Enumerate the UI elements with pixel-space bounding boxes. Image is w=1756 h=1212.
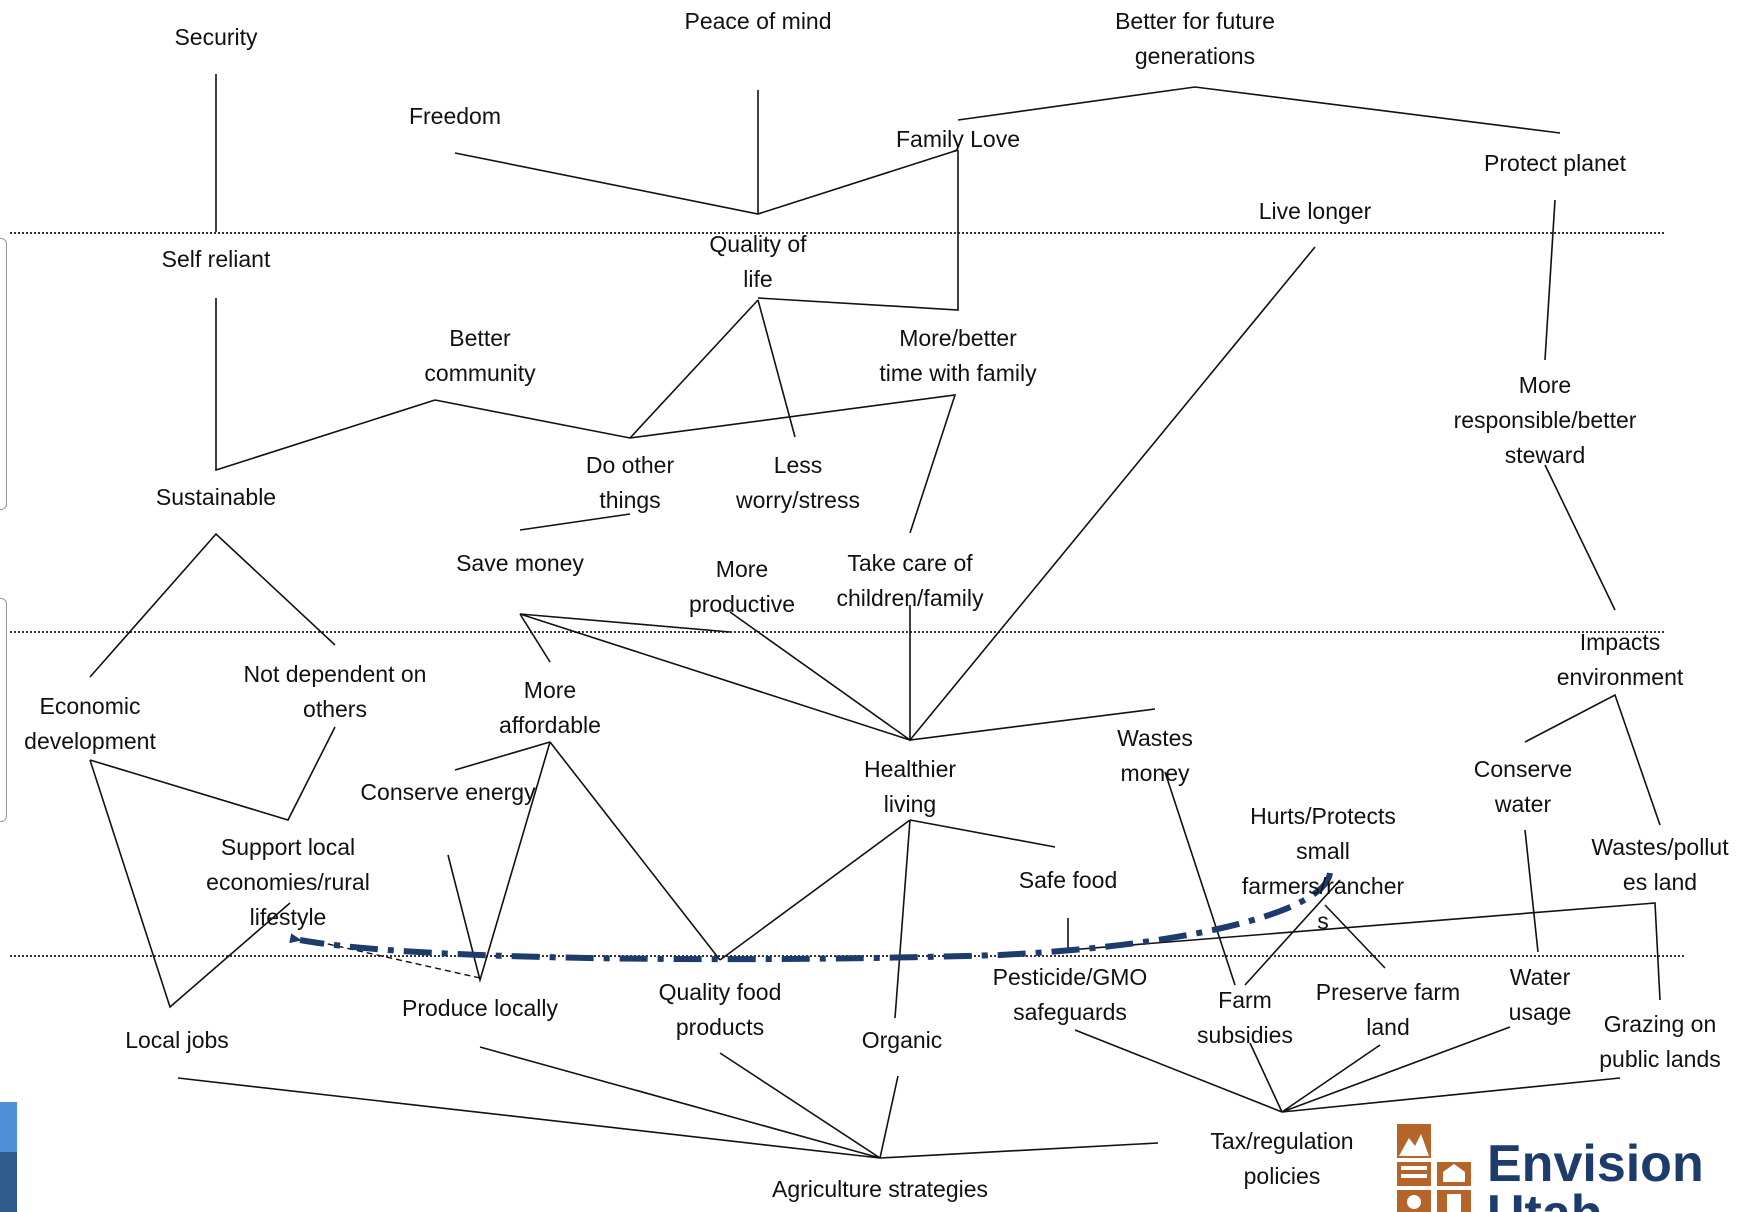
node-peace-of-mind: Peace of mind — [684, 8, 832, 34]
node-self-reliant: Self reliant — [161, 246, 271, 272]
connector-line — [879, 1142, 1159, 1159]
connector-line — [894, 819, 911, 1019]
left-blue-bar — [0, 1102, 17, 1152]
connector-line — [1281, 1044, 1381, 1113]
node-organic: Organic — [861, 1027, 943, 1053]
node-conserve-energy: Conserve energy — [360, 779, 536, 805]
left-blue-bar-dark — [0, 1152, 17, 1212]
connector-line — [1164, 771, 1236, 986]
node-produce-locally: Produce locally — [402, 995, 558, 1021]
connector-line — [1249, 1042, 1283, 1113]
connector-line — [177, 1077, 881, 1159]
connector-line — [89, 532, 336, 678]
connector-line — [454, 741, 551, 771]
connector-line — [479, 1046, 881, 1159]
connector-line — [757, 150, 959, 311]
connector-line — [447, 741, 551, 984]
connector-line — [757, 299, 796, 438]
logo-emblem-icon — [1397, 1124, 1471, 1212]
connector-line — [719, 819, 911, 961]
connector-line — [1544, 464, 1616, 611]
node-safe-food: Safe food — [1018, 867, 1118, 893]
connector-line — [1544, 199, 1556, 361]
logo-wordmark: Envision — [1487, 1135, 1704, 1193]
node-security: Security — [174, 24, 258, 50]
logo-wordmark-line2: Utah — [1487, 1186, 1603, 1212]
node-local-jobs: Local jobs — [125, 1027, 229, 1053]
connector-line — [434, 394, 957, 534]
node-agriculture-strategies: Agriculture strategies — [771, 1176, 989, 1202]
connector-line — [454, 149, 959, 215]
connector-line — [519, 613, 731, 633]
connector-line — [1524, 693, 1661, 826]
connector-line — [215, 298, 436, 472]
node-protect-planet: Protect planet — [1484, 150, 1626, 176]
connector-line — [519, 613, 551, 663]
connector-line — [1281, 1077, 1621, 1113]
node-family-love: Family Love — [896, 126, 1020, 152]
connector-line — [1281, 1026, 1511, 1113]
connector-line — [909, 246, 1316, 741]
connector-line — [89, 726, 336, 821]
connector-line — [1067, 902, 1661, 1001]
node-freedom: Freedom — [408, 103, 502, 129]
connector-line — [909, 819, 1056, 848]
connector-line — [1244, 879, 1341, 986]
connector-line — [879, 1075, 899, 1159]
connector-line — [1074, 1029, 1283, 1113]
connector-line — [729, 605, 911, 742]
connector-line — [957, 86, 1561, 134]
connector-line — [519, 513, 631, 531]
node-sustainable: Sustainable — [155, 484, 277, 510]
node-save-money: Save money — [456, 550, 584, 576]
connector-line — [719, 1052, 881, 1159]
connector-line — [549, 741, 721, 961]
connector-line — [1324, 904, 1386, 969]
node-live-longer: Live longer — [1258, 198, 1372, 224]
feedback-arrow — [289, 872, 1333, 963]
connector-line — [89, 759, 291, 1009]
connector-line — [629, 299, 759, 439]
connector-line — [1524, 829, 1539, 953]
envision-utah-logo: Envision Utah — [1395, 1120, 1715, 1212]
